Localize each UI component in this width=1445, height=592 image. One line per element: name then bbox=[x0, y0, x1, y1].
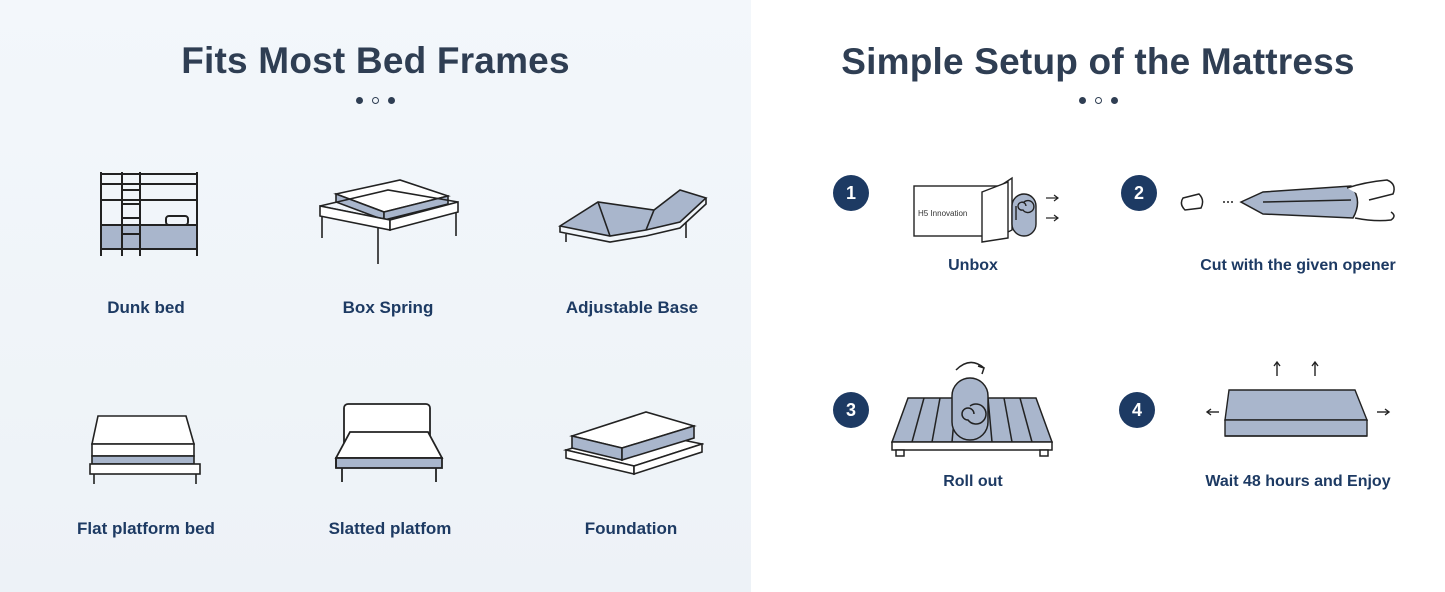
frame-label-slatted-platform: Slatted platfom bbox=[328, 519, 452, 538]
dot-indicator-active bbox=[1094, 97, 1102, 104]
frame-label-flat-platform-bed: Flat platform bed bbox=[77, 519, 215, 538]
setup-title: Simple Setup of the Mattress bbox=[841, 41, 1355, 82]
step-number-3: 3 bbox=[833, 392, 869, 428]
box-spring-icon bbox=[319, 179, 459, 264]
bed-frames-panel: Fits Most Bed Frames Dunk bed bbox=[0, 0, 751, 592]
frame-label-foundation: Foundation bbox=[584, 519, 678, 538]
roll-out-icon bbox=[890, 361, 1054, 457]
step-label-cut-opener: Cut with the given opener bbox=[1200, 257, 1396, 274]
frame-label-adjustable-base: Adjustable Base bbox=[565, 298, 699, 317]
box-brand-text: H5 Innovation bbox=[918, 209, 967, 218]
dot-indicator bbox=[1078, 97, 1086, 104]
step-label-wait-enjoy: Wait 48 hours and Enjoy bbox=[1205, 473, 1391, 490]
cut-opener-icon bbox=[1180, 179, 1395, 222]
unbox-icon: H5 Innovation bbox=[913, 176, 1059, 243]
step-number-1: 1 bbox=[833, 175, 869, 211]
setup-panel: Simple Setup of the Mattress 1 H5 Innova… bbox=[751, 0, 1445, 592]
step-label-roll-out: Roll out bbox=[943, 473, 1003, 490]
carousel-dots bbox=[0, 97, 751, 104]
dot-indicator-active bbox=[372, 97, 379, 104]
carousel-dots bbox=[751, 97, 1445, 104]
expand-mattress-icon bbox=[1205, 360, 1391, 437]
frame-label-bunk-bed: Dunk bed bbox=[107, 298, 185, 317]
step-number-4: 4 bbox=[1119, 392, 1155, 428]
step-number-2: 2 bbox=[1121, 175, 1157, 211]
bed-frames-title: Fits Most Bed Frames bbox=[181, 40, 570, 81]
adjustable-base-icon bbox=[558, 189, 708, 243]
flat-platform-bed-icon bbox=[89, 415, 201, 484]
bunk-bed-icon bbox=[100, 172, 198, 256]
dot-indicator bbox=[388, 97, 395, 104]
dot-indicator bbox=[1110, 97, 1118, 104]
slatted-platform-icon bbox=[334, 403, 444, 482]
step-label-unbox: Unbox bbox=[948, 257, 998, 274]
dot-indicator bbox=[356, 97, 363, 104]
frame-label-box-spring: Box Spring bbox=[342, 298, 434, 317]
foundation-icon bbox=[562, 411, 704, 476]
